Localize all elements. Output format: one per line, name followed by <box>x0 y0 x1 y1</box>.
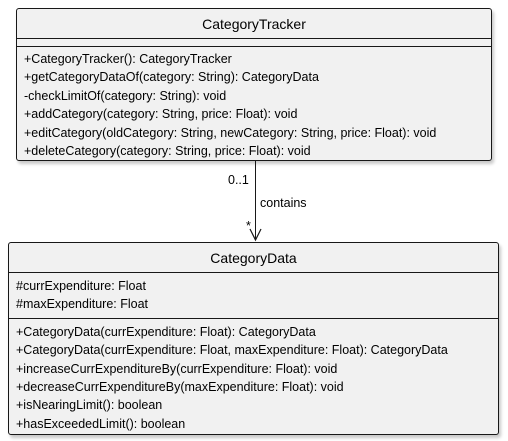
attribute: #currExpenditure: Float <box>16 279 146 293</box>
method: +CategoryData(currExpenditure: Float): C… <box>16 324 316 339</box>
class-category-data: CategoryData #currExpenditure: Float #ma… <box>8 242 499 435</box>
attributes-section: #currExpenditure: Float #maxExpenditure:… <box>9 273 498 319</box>
target-multiplicity: * <box>246 219 251 233</box>
method: +hasExceededLimit(): boolean <box>16 416 186 431</box>
class-name: CategoryData <box>9 243 498 273</box>
methods-section: +CategoryData(currExpenditure: Float): C… <box>9 319 498 435</box>
class-category-tracker: CategoryTracker +CategoryTracker(): Cate… <box>16 8 492 161</box>
method: +addCategory(category: String, price: Fl… <box>24 107 298 122</box>
method: +isNearingLimit(): boolean <box>16 398 163 413</box>
method: +CategoryTracker(): CategoryTracker <box>24 52 232 66</box>
arrowhead-icon <box>249 228 262 242</box>
method: -checkLimitOf(category: String): void <box>24 88 227 103</box>
class-name: CategoryTracker <box>17 9 491 39</box>
method: +CategoryData(currExpenditure: Float, ma… <box>16 343 448 358</box>
association-label: contains <box>260 196 307 210</box>
attributes-section <box>17 39 491 47</box>
source-multiplicity: 0..1 <box>228 173 249 187</box>
method: +getCategoryDataOf(category: String): Ca… <box>24 70 319 85</box>
methods-section: +CategoryTracker(): CategoryTracker +get… <box>17 47 491 164</box>
method: +decreaseCurrExpenditureBy(maxExpenditur… <box>16 380 344 395</box>
attribute: #maxExpenditure: Float <box>16 297 149 312</box>
method: +deleteCategory(category: String, price:… <box>24 144 311 159</box>
method: +increaseCurrExpenditureBy(currExpenditu… <box>16 361 338 376</box>
method: +editCategory(oldCategory: String, newCa… <box>24 125 437 140</box>
